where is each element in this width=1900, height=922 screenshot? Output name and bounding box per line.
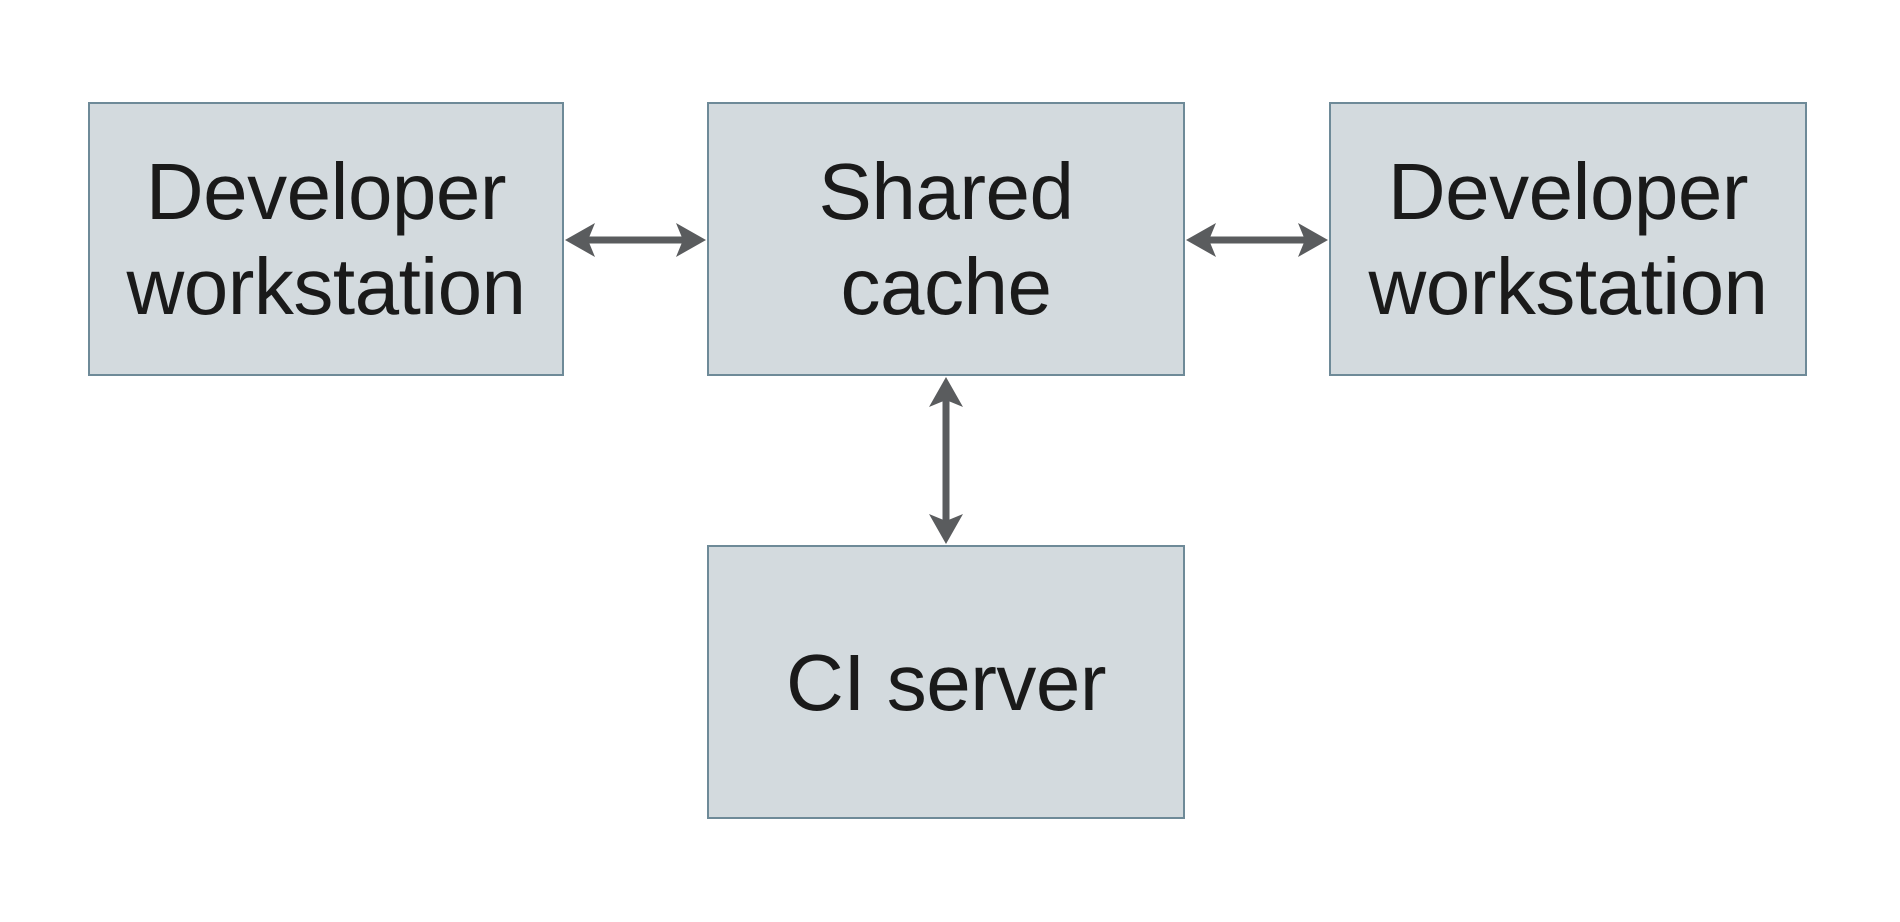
node-label: CI server xyxy=(786,637,1107,727)
node-label: Shared cache xyxy=(818,147,1074,331)
node-ci-server: CI server xyxy=(707,545,1185,819)
bidirectional-arrow-icon-left xyxy=(564,218,707,262)
bidirectional-arrow-icon-right xyxy=(1185,218,1329,262)
node-label: Developer workstation xyxy=(1368,147,1768,331)
node-developer-workstation-right: Developer workstation xyxy=(1329,102,1807,376)
node-shared-cache: Shared cache xyxy=(707,102,1185,376)
node-label: Developer workstation xyxy=(126,147,526,331)
bidirectional-arrow-icon-vertical xyxy=(924,376,968,545)
node-developer-workstation-left: Developer workstation xyxy=(88,102,564,376)
